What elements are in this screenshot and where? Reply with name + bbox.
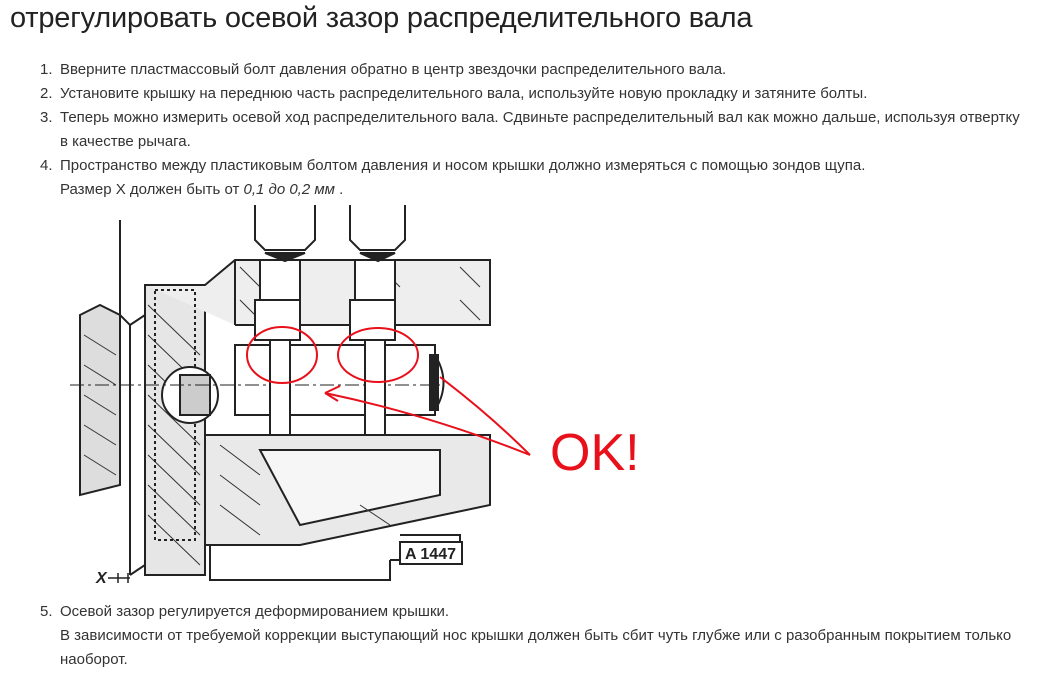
sprocket-icon (154, 289, 219, 541)
list-number: 1. (40, 61, 53, 78)
red-annotation (246, 326, 531, 456)
figure-code-text: A 1447 (405, 546, 456, 563)
list-number: 4. (40, 157, 53, 174)
list-item: 1. Вверните пластмассовый болт давления … (40, 58, 1030, 82)
list-item-text: Теперь можно измерить осевой ход распред… (60, 109, 1020, 150)
list-number: 3. (40, 109, 53, 126)
tolerance-suffix: . (334, 181, 344, 198)
list-item: 5. Осевой зазор регулируется деформирова… (40, 600, 1030, 672)
list-item-text: Пространство между пластиковым болтом да… (60, 157, 866, 174)
list-number: 2. (40, 85, 53, 102)
tolerance-prefix: Размер X должен быть от (60, 181, 244, 198)
list-item: 3. Теперь можно измерить осевой ход расп… (40, 106, 1030, 154)
instruction-list: 1. Вверните пластмассовый болт давления … (40, 58, 1030, 202)
figure-code-label: A 1447 (399, 541, 463, 565)
tolerance-note: Размер X должен быть от 0,1 до 0,2 мм . (60, 178, 1030, 202)
x-dimension-label: X (95, 570, 108, 587)
camshaft (70, 344, 445, 416)
tolerance-value: 0,1 до 0,2 мм (243, 181, 335, 198)
valve-assembly-right (349, 205, 406, 436)
valve-assembly-left (254, 205, 316, 436)
instruction-list-continued: 5. Осевой зазор регулируется деформирова… (40, 600, 1030, 672)
list-item: 2. Установите крышку на переднюю часть р… (40, 82, 1030, 106)
handwritten-ok: OK! (550, 424, 640, 482)
engine-housing (79, 220, 491, 581)
list-item-text: Вверните пластмассовый болт давления обр… (60, 61, 727, 78)
x-dimension: X (95, 570, 130, 587)
camshaft-diagram: OK! A 1447 X (70, 205, 640, 587)
list-item-subtext: В зависимости от требуемой коррекции выс… (60, 627, 1012, 668)
list-item-text: Установите крышку на переднюю часть расп… (60, 85, 868, 102)
list-number: 5. (40, 603, 53, 620)
page-title: отрегулировать осевой зазор распределите… (10, 2, 753, 34)
list-item: 4. Пространство между пластиковым болтом… (40, 154, 1030, 202)
list-item-text: Осевой зазор регулируется деформирование… (60, 603, 450, 620)
